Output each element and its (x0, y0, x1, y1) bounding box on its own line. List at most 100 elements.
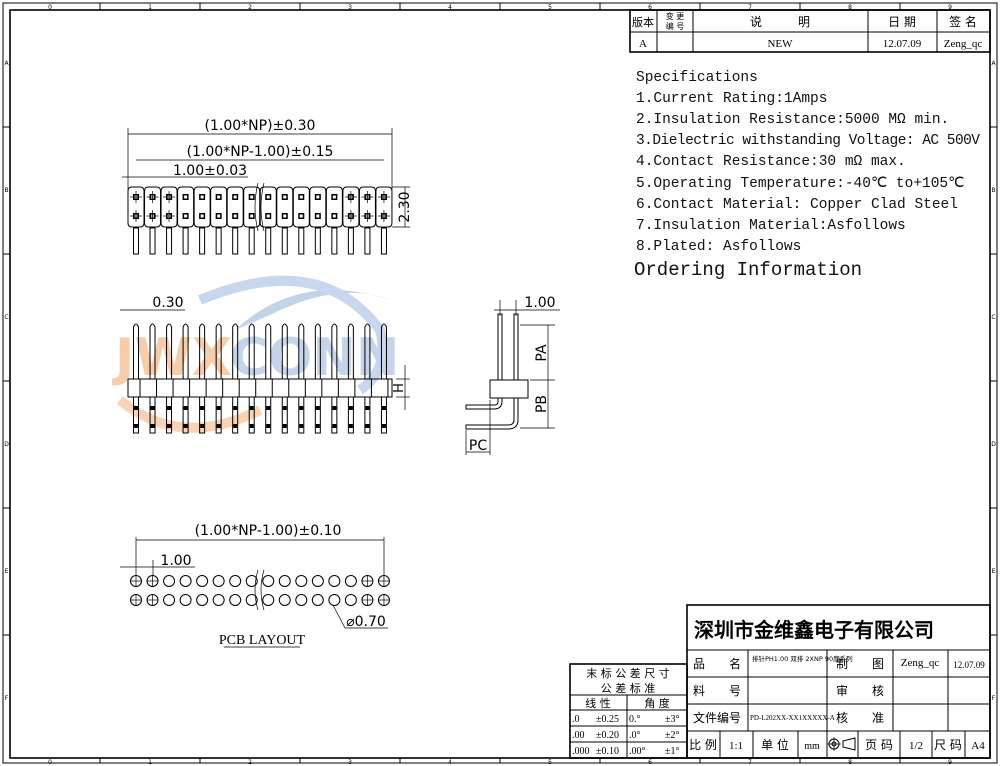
scale-value: 1:1 (729, 740, 743, 752)
pcb-hole (278, 575, 291, 587)
pin-upper (380, 323, 387, 379)
pin-tail (133, 227, 139, 255)
zone-label-right: E (992, 568, 996, 575)
pcb-layout: (1.00*NP-1.00)±0.10 1.00 ⌀0.70 PCB LAYOU… (120, 523, 390, 648)
pin-upper (166, 323, 173, 379)
pin-tail (364, 227, 371, 255)
specifications: Specifications 1.Current Rating:1Amps 2.… (634, 70, 980, 281)
pin-contact-center (316, 214, 320, 218)
pin-mark (183, 424, 188, 428)
pcb-hole (311, 575, 324, 587)
pin-lower (232, 396, 239, 434)
pin-mark (381, 406, 386, 410)
rev-header-version: 版本 (632, 15, 654, 29)
pin-tail (215, 227, 222, 255)
pcb-hole (163, 575, 176, 587)
pin-contact-center (250, 195, 254, 199)
spec-item: 3.Dielectric withstanding Voltage: AC 50… (636, 133, 980, 149)
housing-cell (210, 186, 228, 228)
housing-cell (358, 186, 376, 228)
pin-contact-center (332, 195, 336, 199)
pin-tail (331, 227, 338, 255)
pin-lower (199, 396, 206, 434)
pin-mark (299, 424, 304, 428)
zone-label-left: B (4, 187, 8, 194)
housing-cell (243, 186, 261, 228)
pin-contact-center (299, 195, 303, 199)
housing-cell (325, 186, 343, 228)
company-name: 深圳市金维鑫电子有限公司 (694, 618, 934, 642)
rev-header-date: 日 期 (888, 15, 916, 29)
pin-contact-center (266, 214, 270, 218)
pin-upper (331, 323, 338, 379)
rev-version: A (639, 38, 647, 50)
zone-label-bottom: 3 (348, 759, 352, 766)
pin-upper (248, 323, 255, 379)
pcb-hole (278, 594, 291, 606)
zone-label-top: 3 (348, 4, 352, 11)
pin-lower (380, 396, 387, 434)
tolerance-linear-value: .000 (572, 746, 590, 757)
spec-item: 2.Insulation Resistance:5000 MΩ min. (636, 112, 949, 128)
zone-label-bottom: 1 (148, 759, 152, 766)
pin-tail (281, 227, 288, 255)
tolerance-linear-tol: ±0.10 (596, 746, 619, 757)
pin-contact-center (316, 195, 320, 199)
zone-label-top: 9 (948, 4, 952, 11)
zone-label-left: C (4, 314, 8, 321)
pin-mark (282, 424, 287, 428)
tolerance-angle-tol: ±3° (665, 714, 680, 725)
pin-mark (266, 406, 271, 410)
pin-tail (314, 227, 321, 255)
doc-no: PD-L202XX-XX1XXXXX-A (750, 714, 835, 722)
pcb-hole (245, 594, 258, 606)
pcb-hole (295, 594, 308, 606)
zone-label-bottom: 8 (848, 759, 852, 766)
housing-cell (309, 186, 327, 228)
dim-side-pitch: 1.00 (524, 295, 555, 311)
pin-contact-center (299, 214, 303, 218)
spec-item: 5.Operating Temperature:-40℃ to+105℃ (636, 176, 964, 192)
pin-mark (315, 424, 320, 428)
pcb-hole (212, 594, 225, 606)
ordering-title: Ordering Information (634, 259, 862, 281)
drawn-by: Zeng_qc (901, 657, 940, 669)
housing-cell (375, 186, 393, 228)
housing-cell (276, 186, 294, 228)
zone-label-bottom: 5 (548, 759, 552, 766)
pin-tail (380, 227, 387, 255)
drawn-label: 制 图 (836, 657, 884, 671)
zone-label-bottom: 0 (48, 759, 52, 766)
tolerance-linear-value: .00 (572, 730, 585, 741)
tolerance-linear-tol: ±0.25 (596, 714, 619, 725)
pin-contact-center (332, 214, 336, 218)
pin-upper (182, 323, 189, 379)
pin-lower (133, 396, 139, 434)
dim-pc: PC (469, 438, 487, 454)
tolerance-title: 末 标 公 差 尺 寸 (586, 666, 669, 680)
pin-mark (266, 424, 271, 428)
rev-header-description: 说 明 (750, 14, 810, 29)
rev-header-change-2: 编 号 (666, 21, 685, 31)
zone-label-left: D (4, 441, 9, 448)
pin-upper (298, 323, 305, 379)
pcb-hole (163, 594, 176, 606)
pcb-hole (179, 575, 192, 587)
pin-mark (249, 424, 254, 428)
pin-upper (314, 323, 321, 379)
pin-tail (199, 227, 206, 255)
pin-contact-center (233, 195, 237, 199)
pin-mark (134, 424, 138, 428)
zone-label-bottom: 2 (248, 759, 252, 766)
pin-contact-center (233, 214, 237, 218)
pcb-hole (328, 575, 341, 587)
pcb-hole (179, 594, 192, 606)
pcb-hole (328, 594, 341, 606)
spec-item: 1.Current Rating:1Amps (636, 91, 827, 107)
pin-tail (166, 227, 173, 255)
front-view: 0.30 H (120, 295, 410, 434)
pin-mark (200, 406, 205, 410)
pin-contact-center (184, 214, 188, 218)
